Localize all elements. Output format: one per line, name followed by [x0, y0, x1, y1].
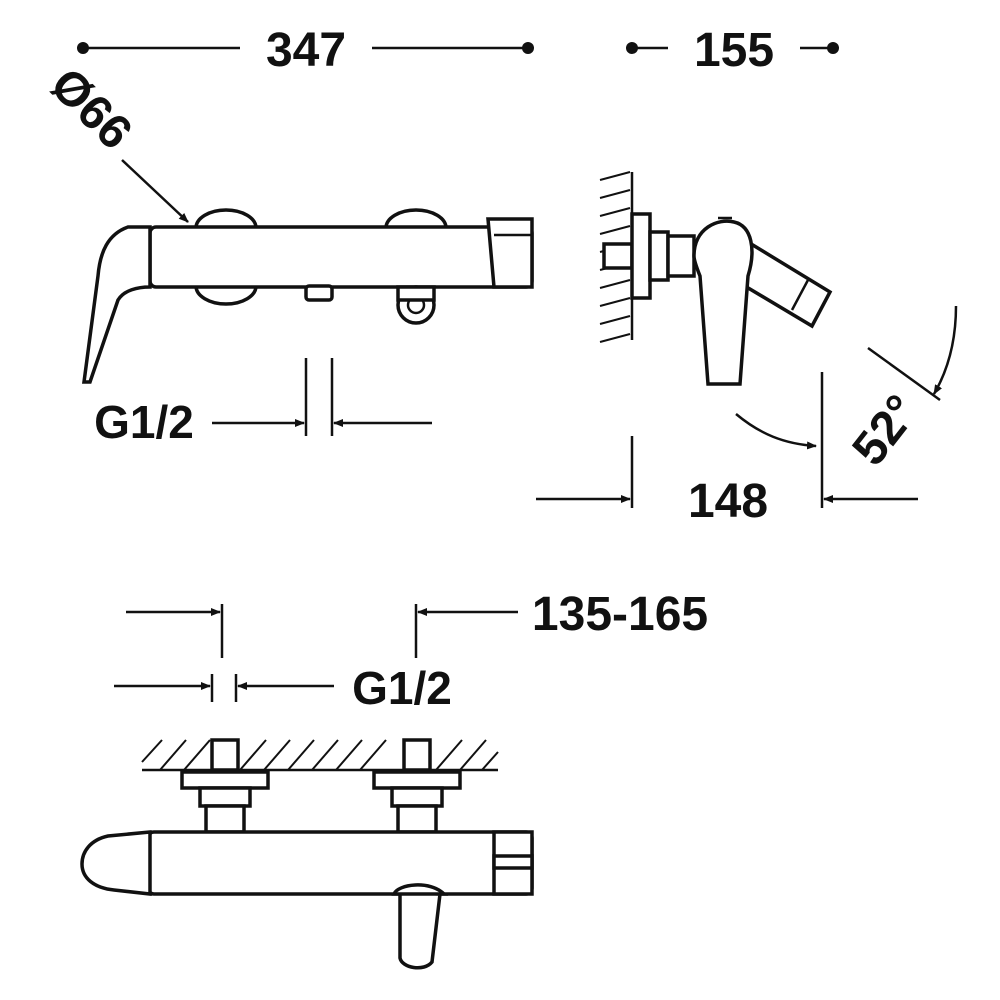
dimension-label-155: 155	[694, 24, 774, 77]
dimension-diameter: Ø66	[40, 58, 189, 223]
dimension-label-347: 347	[266, 24, 346, 77]
mixer-top-view	[80, 738, 534, 970]
dimension-label-148: 148	[688, 475, 768, 528]
dimension-angle-52: 52°	[735, 305, 958, 476]
dimension-label-135-165: 135-165	[532, 588, 708, 641]
dimension-135-165: 135-165	[126, 588, 708, 658]
dimension-g12-top: G1/2	[114, 662, 452, 714]
dimension-347: 347	[77, 24, 534, 77]
dimension-148: 148	[536, 372, 918, 528]
dimension-g12-front: G1/2	[94, 358, 432, 448]
mixer-front-view	[82, 208, 534, 384]
dimension-label-diameter: Ø66	[40, 58, 142, 160]
dimension-label-g12-front: G1/2	[94, 396, 194, 448]
dimension-label-angle: 52°	[843, 386, 929, 476]
dimension-label-g12-top: G1/2	[352, 662, 452, 714]
mixer-side-view	[599, 171, 833, 386]
dimension-155: 155	[626, 24, 839, 77]
